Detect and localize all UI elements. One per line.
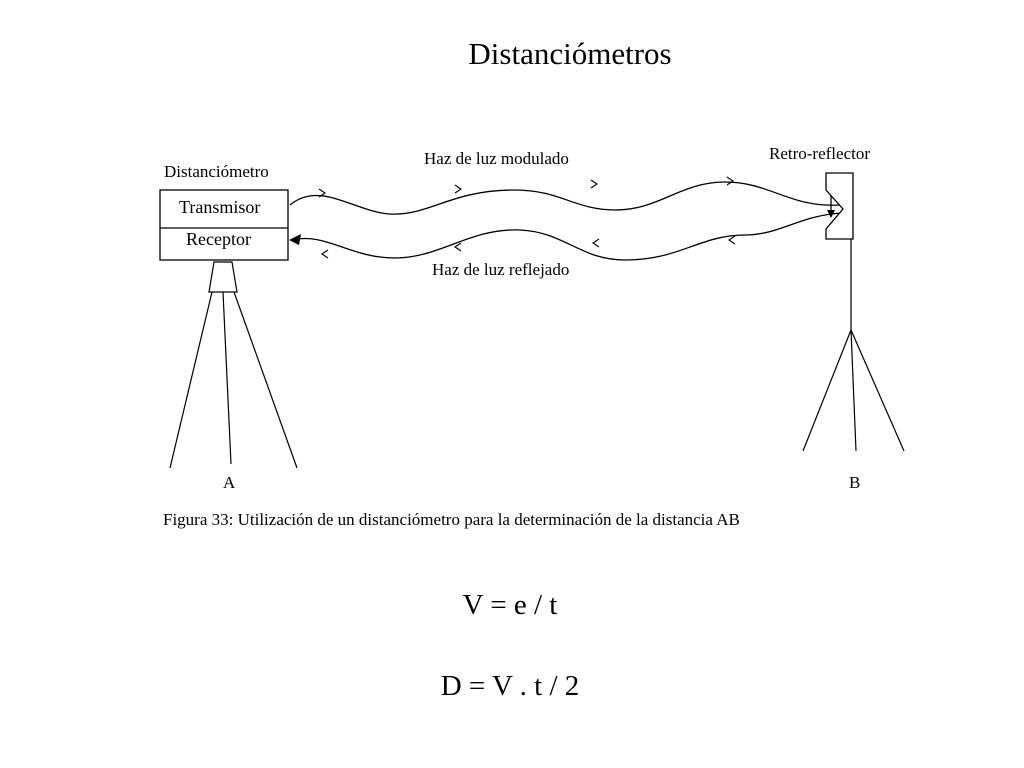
beam-direction-chevron [318,188,326,198]
tripod-leg-a-left [169,291,213,469]
tripod-leg-b-right [850,329,905,452]
beam-direction-chevron [321,249,329,259]
beam-direction-chevron [726,176,734,186]
retro-reflector [825,172,854,240]
reflector-arrowhead [827,210,835,218]
reflector-label: Retro-reflector [769,144,870,163]
transmitter-label: Transmisor [179,197,260,217]
slide-title: Distanciómetros [468,36,672,71]
beam-direction-chevron [454,184,462,194]
figure-caption: Figura 33: Utilización de un distancióme… [163,510,740,529]
tripod-leg-a-middle [222,291,232,465]
speed-formula: V = e / t [462,589,558,621]
beam-direction-chevron [592,238,600,248]
tripod-head-a [208,261,238,293]
return-beam [291,212,844,261]
point-a-label: A [223,473,236,492]
outgoing-beam [289,181,841,215]
beam-direction-chevron [590,179,598,189]
receiver-label: Receptor [186,229,251,249]
outgoing-beam-label: Haz de luz modulado [424,149,569,168]
point-b-label: B [849,473,860,492]
receiver-arrowhead [289,234,301,245]
distance-formula: D = V . t / 2 [440,670,580,702]
tripod-leg-b-middle [850,329,857,452]
beam-direction-chevron [454,242,462,252]
tripod-leg-b-left [802,329,852,452]
tripod-leg-a-right [233,291,298,469]
beam-direction-chevron [728,235,736,245]
instrument-label: Distanciómetro [164,162,269,181]
return-beam-label: Haz de luz reflejado [432,260,569,279]
instrument-box [159,189,289,261]
